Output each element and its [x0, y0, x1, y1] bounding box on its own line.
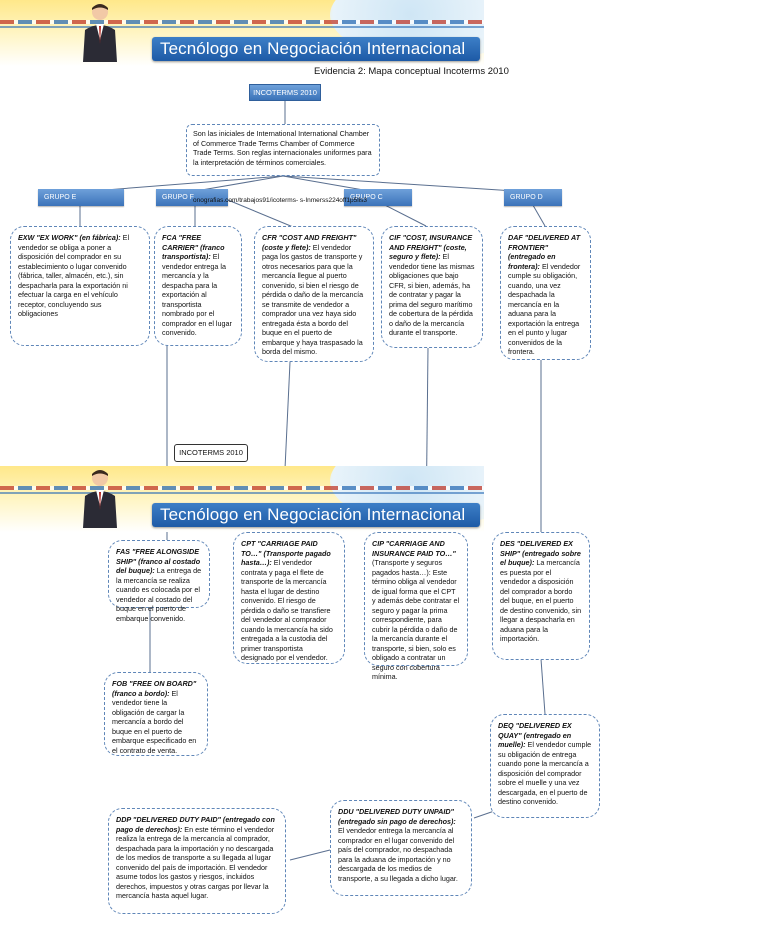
term-box-ddp: DDP "DELIVERED DUTY PAID" (entregado con… — [108, 808, 286, 914]
header-banner: Tecnólogo en Negociación Internacional — [0, 0, 484, 66]
page-subtitle: Evidencia 2: Mapa conceptual Incoterms 2… — [314, 66, 509, 77]
group-f-header: GRUPO F — [156, 189, 228, 206]
group-d-header: GRUPO D — [504, 189, 562, 206]
source-reference: onografias.com/trabajos91/icoterms- s-In… — [193, 197, 368, 204]
term-box-cpt: CPT "CARRIAGE PAID TO…" (Transporte paga… — [233, 532, 345, 664]
group-e-header: GRUPO E — [38, 189, 124, 206]
group-c-header: GRUPO C — [344, 189, 412, 206]
term-box-daf: DAF "DELIVERED AT FRONTIER" (entregado e… — [500, 226, 591, 360]
term-box-ddu: DDU "DELIVERED DUTY UNPAID" (entregado s… — [330, 800, 472, 896]
term-box-fas: FAS "FREE ALONGSIDE SHIP" (franco al cos… — [108, 540, 210, 623]
term-box-deq: DEQ "DELIVERED EX QUAY" (entregado en mu… — [490, 714, 600, 818]
page-title: Tecnólogo en Negociación Internacional — [160, 39, 466, 58]
term-box-fob: FOB "FREE ON BOARD" (franco a bordo): El… — [104, 672, 208, 756]
incoterms-root-node: INCOTERMS 2010 — [249, 84, 321, 101]
incoterms-mid-label: INCOTERMS 2010 — [174, 444, 248, 462]
term-box-cfr: CFR "COST AND FREIGHT" (coste y flete): … — [254, 226, 374, 362]
incoterms-definition: Son las iniciales de International Inter… — [186, 124, 380, 176]
businessman-icon — [83, 4, 117, 62]
page-title-repeat: Tecnólogo en Negociación Internacional — [160, 505, 466, 524]
term-box-des: DES "DELIVERED EX SHIP" (entregado sobre… — [492, 532, 590, 660]
term-box-fca: FCA "FREE CARRIER" (franco transportista… — [154, 226, 242, 346]
term-box-cip: CIP "CARRIAGE AND INSURANCE PAID TO…" (T… — [364, 532, 468, 681]
businessman-icon — [83, 470, 117, 528]
term-box-exw: EXW "EX WORK" (en fábrica): El vendedor … — [10, 226, 150, 346]
term-box-cif: CIF "COST, INSURANCE AND FREIGHT" (coste… — [381, 226, 483, 348]
header-banner-repeat: Tecnólogo en Negociación Internacional — [0, 466, 484, 532]
